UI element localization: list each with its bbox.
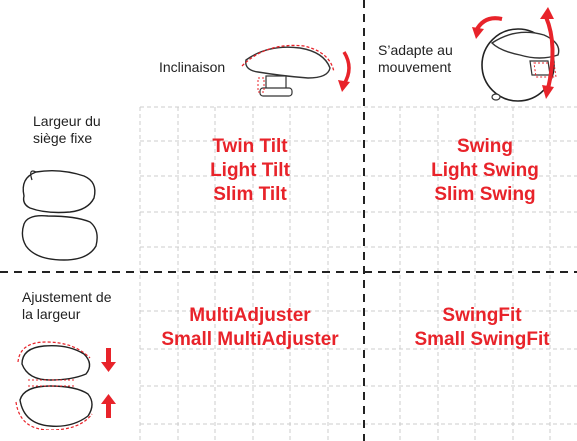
swing-axis-label: S’adapte au mouvement bbox=[378, 42, 453, 76]
fixed-width-seat-icon bbox=[21, 169, 98, 261]
product-name: Small SwingFit bbox=[414, 329, 550, 350]
product-name: Slim Swing bbox=[434, 184, 536, 205]
tilt-axis-label: Inclinaison bbox=[159, 59, 226, 75]
product-name: Light Tilt bbox=[210, 160, 290, 181]
saddle-swing-icon bbox=[472, 7, 560, 102]
product-name: SwingFit bbox=[442, 305, 522, 326]
adjust-width-label-line1: Ajustement de bbox=[22, 289, 112, 305]
cell-fixed-swing: Swing Light Swing Slim Swing bbox=[400, 135, 570, 207]
fixed-width-label-line2: siège fixe bbox=[33, 130, 93, 146]
cell-adjust-tilt: MultiAdjuster Small MultiAdjuster bbox=[143, 304, 357, 352]
adjust-width-row-label: Ajustement de la largeur bbox=[22, 289, 112, 323]
product-name: MultiAdjuster bbox=[189, 305, 311, 326]
swing-axis-label-line1: S’adapte au bbox=[378, 42, 453, 58]
fixed-width-label-line1: Largeur du bbox=[33, 113, 101, 129]
product-name: Light Swing bbox=[431, 160, 539, 181]
product-name: Slim Tilt bbox=[213, 184, 287, 205]
product-name: Twin Tilt bbox=[212, 136, 288, 157]
cell-fixed-tilt: Twin Tilt Light Tilt Slim Tilt bbox=[175, 135, 325, 207]
cell-grid bbox=[139, 106, 577, 441]
cell-adjust-swing: SwingFit Small SwingFit bbox=[392, 304, 572, 352]
adjustable-width-seat-icon bbox=[15, 341, 116, 430]
product-name: Small MultiAdjuster bbox=[161, 329, 339, 350]
swing-axis-label-line2: mouvement bbox=[378, 59, 452, 75]
adjust-width-label-line2: la largeur bbox=[22, 306, 81, 322]
product-name: Swing bbox=[457, 136, 513, 157]
fixed-width-row-label: Largeur du siège fixe bbox=[33, 113, 101, 147]
saddle-tilt-icon bbox=[241, 44, 351, 97]
